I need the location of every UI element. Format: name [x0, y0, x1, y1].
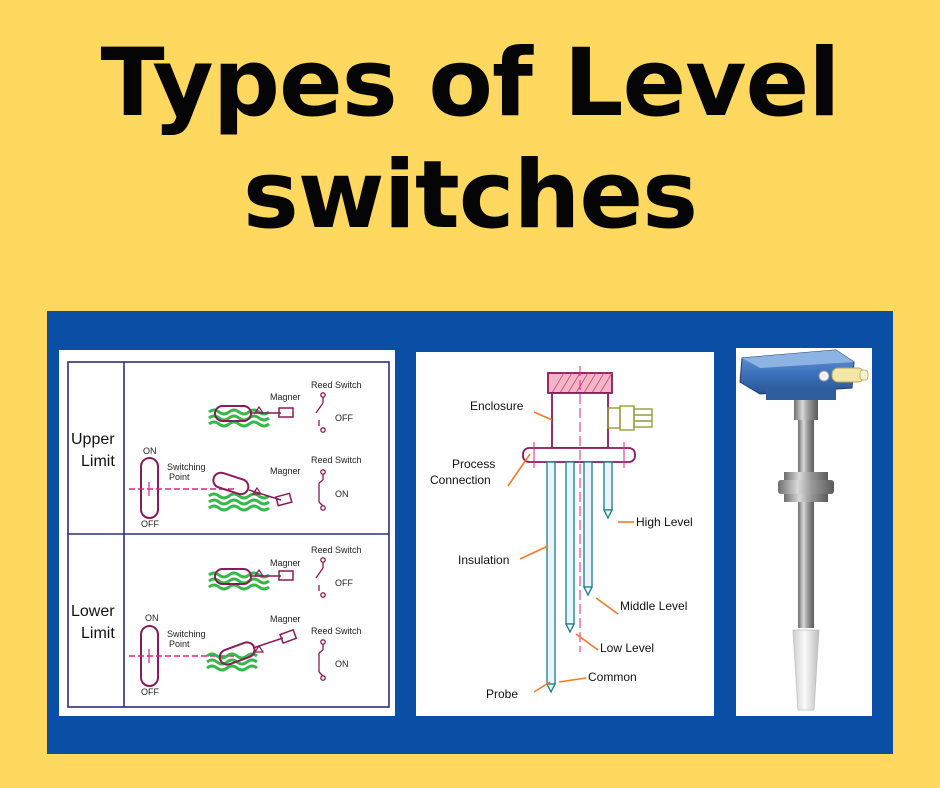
label-insulation: Insulation [458, 553, 509, 567]
rod-common [545, 461, 557, 694]
lower-reed-bottom: Reed Switch [311, 626, 362, 636]
lower-shaft [798, 502, 814, 628]
label-high-level: High Level [636, 515, 693, 529]
upper-reed-switch-on [318, 469, 326, 511]
upper-state-top: OFF [335, 413, 353, 423]
lower-magnet-top: Magner [270, 558, 301, 568]
lower-reed-switch-off [315, 557, 326, 598]
lower-label-1: Lower [71, 603, 115, 620]
lower-switching-2: Point [169, 639, 190, 649]
label-middle-level: Middle Level [620, 599, 687, 613]
upper-shaft [798, 420, 814, 472]
title-line-1: Types of Level [100, 29, 840, 138]
upper-reed-top: Reed Switch [311, 380, 362, 390]
lower-indicator-on: ON [145, 613, 159, 623]
process-fitting [778, 472, 834, 502]
rod-middle [582, 461, 594, 597]
upper-magnet-top: Magner [270, 392, 301, 402]
level-switch-product-image [736, 348, 872, 716]
upper-reed-bottom: Reed Switch [311, 455, 362, 465]
process-flange [522, 447, 636, 463]
switch-head [739, 349, 869, 400]
upper-switching-1: Switching [167, 462, 206, 472]
label-low-level: Low Level [600, 641, 654, 655]
upper-reed-switch-off [315, 392, 326, 433]
lower-reed-switch-on [318, 639, 326, 681]
lower-switching-1: Switching [167, 629, 206, 639]
lower-indicator-off: OFF [141, 687, 159, 697]
lower-bottom-float [206, 628, 298, 672]
upper-switching-2: Point [169, 472, 190, 482]
rod-low [564, 461, 576, 634]
probe-diagram: Enclosure Process Connection Insulation … [416, 352, 714, 716]
upper-label-2: Limit [81, 453, 115, 470]
upper-indicator-capsule [140, 457, 159, 519]
upper-state-bottom: ON [335, 489, 349, 499]
neck [794, 400, 818, 420]
label-probe: Probe [486, 687, 518, 701]
lower-reed-top: Reed Switch [311, 545, 362, 555]
probe-svg: Enclosure Process Connection Insulation … [430, 366, 693, 701]
float-switch-svg: Upper Limit Magner Reed Switch OFF ON OF… [67, 361, 390, 708]
lower-top-float [208, 568, 294, 591]
lower-label-2: Limit [81, 625, 115, 642]
ceramic-tip [792, 629, 820, 711]
rod-high [602, 461, 614, 520]
upper-indicator-off: OFF [141, 519, 159, 529]
float-switch-diagram: Upper Limit Magner Reed Switch OFF ON OF… [59, 350, 395, 716]
label-process-1: Process [452, 457, 495, 471]
lower-magnet-bottom: Magner [270, 614, 301, 624]
product-svg [739, 349, 869, 711]
lower-state-bottom: ON [335, 659, 349, 669]
label-enclosure: Enclosure [470, 399, 524, 413]
page-title: Types of Level switches [0, 28, 940, 252]
title-line-2: switches [242, 141, 698, 250]
label-common: Common [588, 670, 637, 684]
cable-gland [607, 405, 653, 431]
upper-magnet-bottom: Magner [270, 466, 301, 476]
upper-label-1: Upper [71, 431, 115, 448]
leader-lines [507, 411, 634, 693]
label-process-2: Connection [430, 473, 491, 487]
upper-top-float [208, 405, 294, 428]
upper-bottom-float [208, 471, 293, 512]
upper-indicator-on: ON [143, 446, 157, 456]
lower-state-top: OFF [335, 578, 353, 588]
